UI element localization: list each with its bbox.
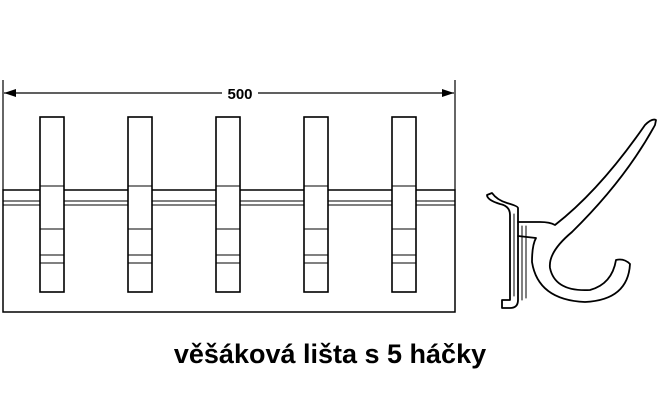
- hook-front: [391, 116, 417, 293]
- hook-outline: [127, 116, 153, 293]
- dimension-label: 500: [227, 86, 252, 103]
- double-hook-profile: [517, 118, 657, 303]
- hook-outline: [39, 116, 65, 293]
- hook-front: [215, 116, 241, 293]
- hooks-front-view: [39, 116, 417, 293]
- drawing-caption: věšáková lišta s 5 háčky: [173, 339, 487, 369]
- hook-outline: [303, 116, 329, 293]
- hook-outline: [215, 116, 241, 293]
- rail-profile: [486, 192, 519, 309]
- dimension-annotation: 500: [2, 80, 456, 190]
- hook-outline: [391, 116, 417, 293]
- hook-front: [303, 116, 329, 293]
- hook-front: [39, 116, 65, 293]
- hook-front: [127, 116, 153, 293]
- hook-side-profile: [486, 118, 657, 309]
